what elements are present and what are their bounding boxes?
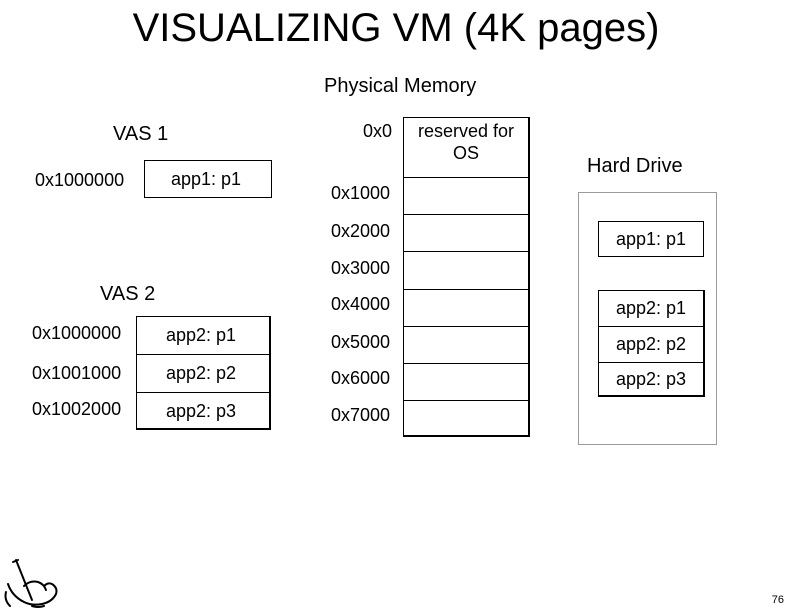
physical-frame-5 [404,327,528,364]
hd-page-label: app2: p1 [615,298,687,318]
page-number: 76 [771,594,784,606]
vas2-address-0: 0x1000000 [32,323,122,343]
vas2-address-2: 0x1002000 [32,399,122,419]
hd-app2-pages: app2: p1 app2: p2 app2: p3 [598,290,705,397]
hd-page-label: app1: p1 [615,228,687,249]
pm-address-2: 0x2000 [331,221,391,241]
reserved-for-os-label: reserved for OS [417,121,515,163]
vas1-page-0: app1: p1 [144,160,272,198]
vas2-page-2: app2: p3 [137,393,269,429]
hard-drive-label: Hard Drive [587,155,683,177]
physical-frame-1 [404,178,528,215]
hd-page-app1-p1: app1: p1 [598,221,704,257]
vas2-table: app2: p1 app2: p2 app2: p3 [136,316,271,430]
vas1-label: VAS 1 [113,123,169,145]
hd-page-label: app2: p2 [615,334,687,354]
pm-address-7: 0x7000 [331,405,391,425]
vas1-page-label: app1: p1 [171,168,242,189]
pm-address-6: 0x6000 [331,368,391,388]
vas2-page-0: app2: p1 [137,317,269,355]
vas2-page-1: app2: p2 [137,355,269,393]
physical-frame-4 [404,290,528,327]
vas2-page-label: app2: p2 [166,363,237,383]
pm-address-5: 0x5000 [331,332,391,352]
pm-address-4: 0x4000 [331,294,391,314]
vas1-address-0: 0x1000000 [35,170,125,190]
slide-title: VISUALIZING VM (4K pages) [132,6,660,50]
pm-address-1: 0x1000 [331,183,391,203]
physical-memory-label: Physical Memory [324,75,477,97]
pm-address-0: 0x0 [363,121,393,141]
hard-drive-container [578,192,717,445]
hd-page-app2-p3: app2: p3 [599,363,703,396]
physical-frame-0: reserved for OS [404,118,528,178]
physical-frame-3 [404,252,528,290]
hd-page-app2-p2: app2: p2 [599,327,703,363]
hd-page-app2-p1: app2: p1 [599,291,703,327]
pm-address-3: 0x3000 [331,258,391,278]
physical-frame-7 [404,401,528,436]
physical-memory-table: reserved for OS [403,117,530,437]
vas2-address-1: 0x1001000 [32,363,122,383]
vas2-page-label: app2: p1 [166,325,237,345]
writing-hand-icon [4,559,58,608]
physical-frame-6 [404,364,528,401]
vas2-page-label: app2: p3 [166,400,237,421]
vas2-label: VAS 2 [100,283,156,305]
physical-frame-2 [404,215,528,252]
hd-page-label: app2: p3 [615,369,687,389]
